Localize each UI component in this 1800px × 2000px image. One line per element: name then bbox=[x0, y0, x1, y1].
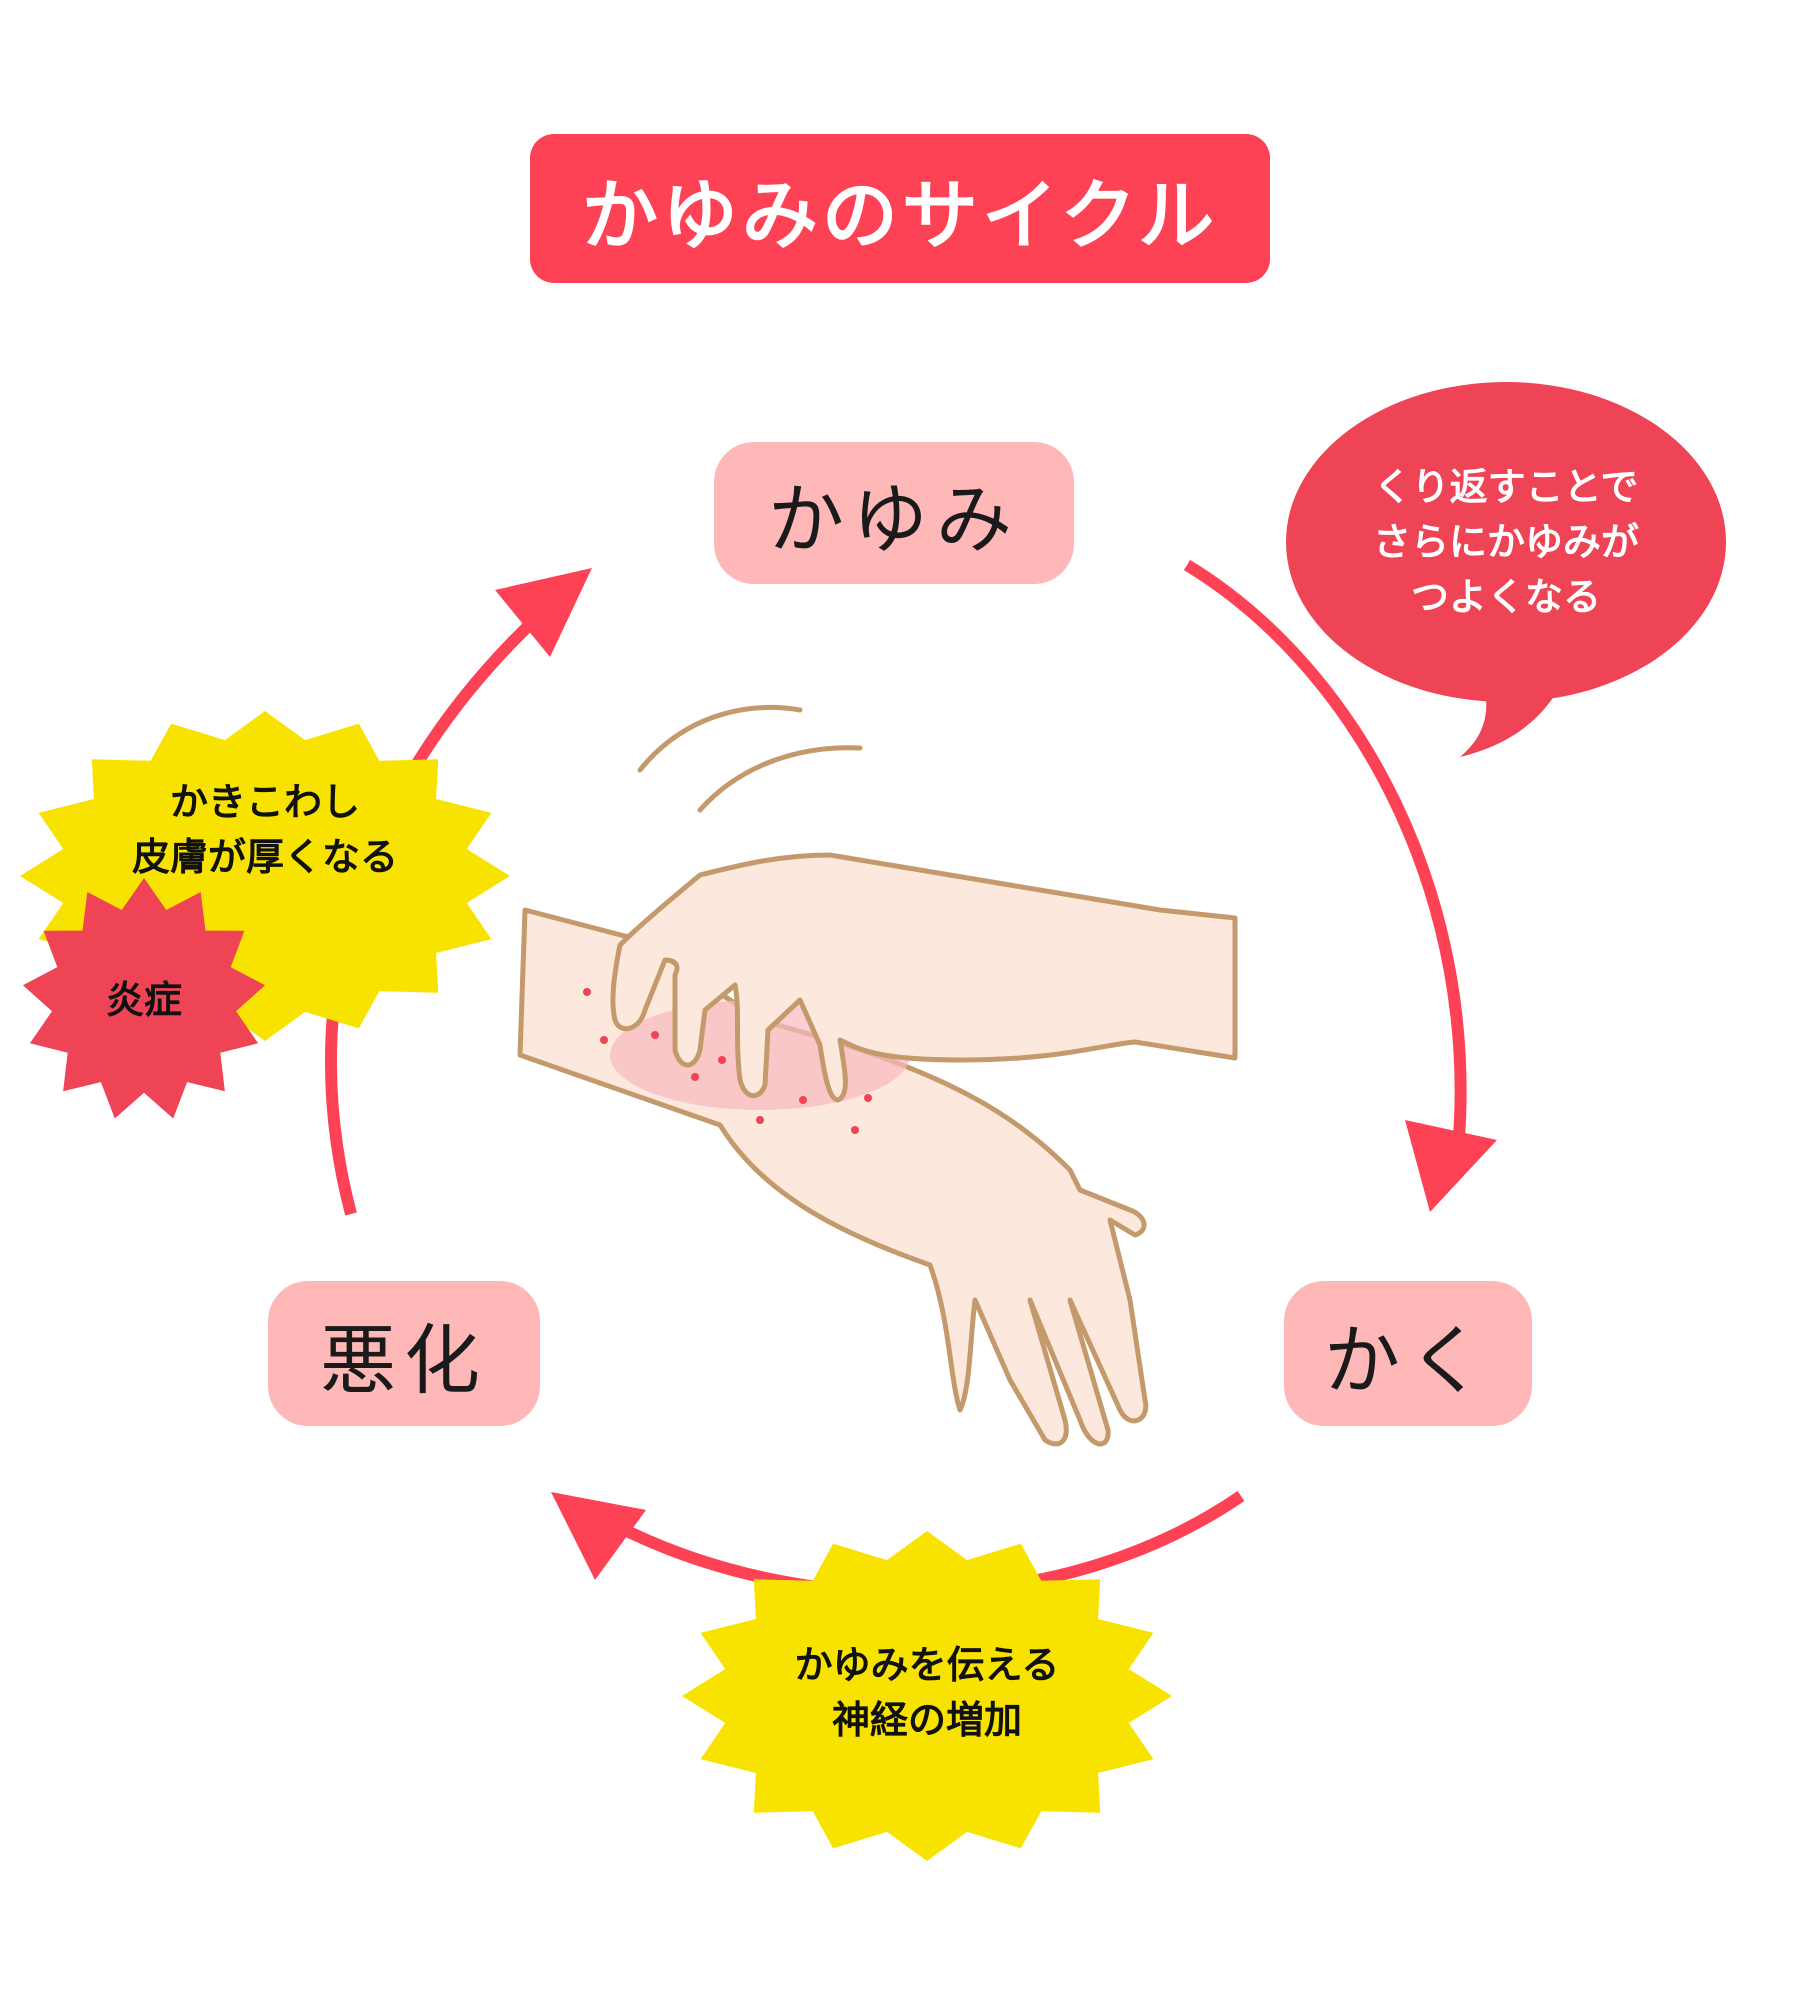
burst-bottom-text: かゆみを伝える 神経の増加 bbox=[727, 1638, 1127, 1748]
stage-itch: かゆみ bbox=[714, 442, 1074, 584]
burst-line: かきこわし bbox=[169, 780, 360, 824]
speech-line: くり返すことで bbox=[1373, 465, 1639, 509]
arrowhead-right bbox=[1405, 1120, 1497, 1212]
burst-red-inflammation bbox=[22, 878, 266, 1119]
rash-dots bbox=[583, 988, 872, 1134]
burst-yellow-bottom bbox=[682, 1531, 1172, 1861]
burst-line: 神経の増加 bbox=[831, 1698, 1022, 1743]
stage-worsen: 悪化 bbox=[268, 1281, 540, 1426]
motion-line-icon bbox=[637, 705, 803, 773]
stage-scratch: かく bbox=[1284, 1281, 1532, 1426]
speech-line: つよくなる bbox=[1410, 575, 1601, 620]
arrowhead-bottom bbox=[551, 1492, 646, 1580]
inflammation-label: 炎症 bbox=[105, 978, 182, 1022]
burst-line: 皮膚が厚くなる bbox=[131, 835, 398, 880]
scratching-hand-illustration bbox=[517, 705, 1238, 1447]
arrow-itch-to-scratch bbox=[1183, 559, 1467, 1151]
speech-line: さらにかゆみが bbox=[1372, 520, 1639, 565]
page-title: かゆみのサイクル bbox=[530, 134, 1270, 283]
burst-left-text: かきこわし 皮膚が厚くなる bbox=[90, 775, 440, 885]
burst-line: かゆみを伝える bbox=[794, 1643, 1060, 1687]
arrowhead-left bbox=[495, 568, 592, 657]
speech-bubble-text: くり返すことで さらにかゆみが つよくなる bbox=[1306, 460, 1706, 625]
motion-line-icon bbox=[697, 745, 863, 813]
speech-bubble bbox=[1286, 382, 1726, 757]
